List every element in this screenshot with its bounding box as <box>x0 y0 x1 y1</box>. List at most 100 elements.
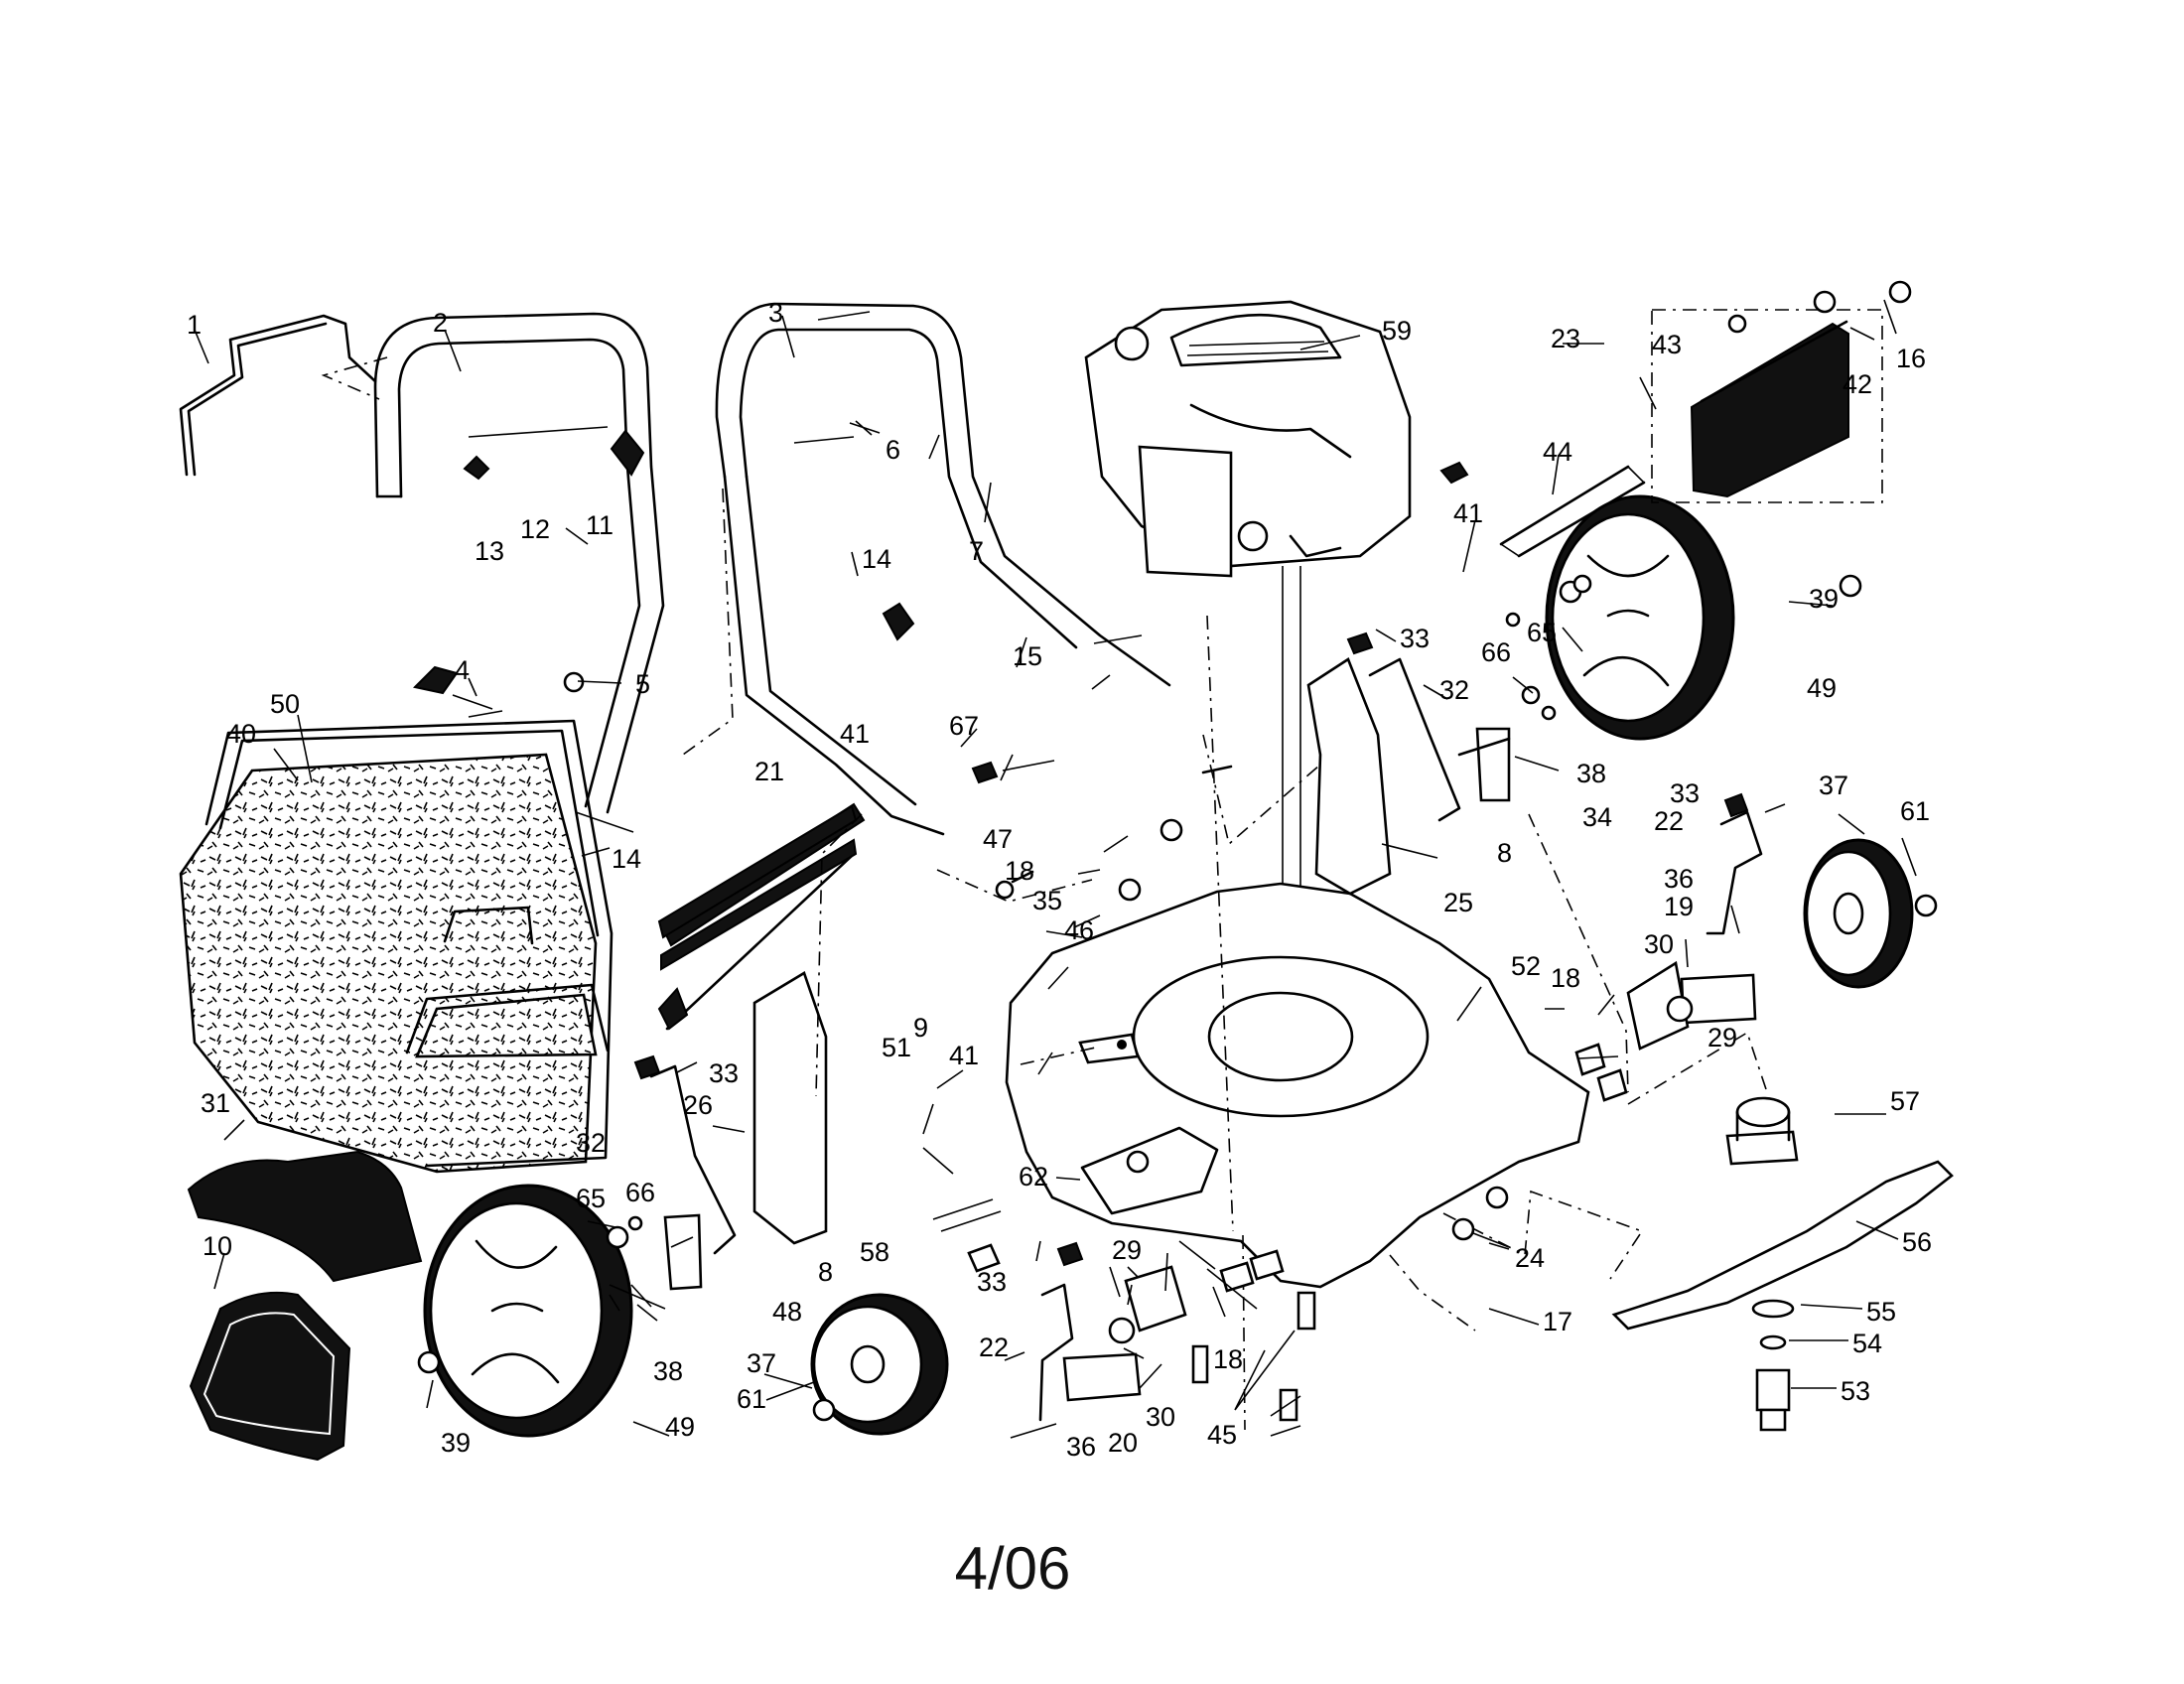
callout-22-left: 22 <box>979 1333 1009 1362</box>
callout-14-lower: 14 <box>612 844 641 874</box>
grass-catcher-bag <box>179 719 614 1174</box>
callout-62: 62 <box>1019 1162 1048 1192</box>
callout-53: 53 <box>1841 1376 1870 1406</box>
callout-29-right: 29 <box>1707 1023 1737 1052</box>
callout-66-left: 66 <box>625 1178 655 1207</box>
callout-10: 10 <box>203 1231 232 1261</box>
callout-34: 34 <box>1582 802 1612 832</box>
rear-wheel-right <box>1545 494 1735 741</box>
front-wheel-left <box>810 1293 949 1436</box>
callout-41-engine: 41 <box>1453 498 1483 528</box>
callout-67: 67 <box>949 711 979 741</box>
callout-32-left: 32 <box>576 1128 606 1158</box>
assembly-guide-lines <box>321 356 1768 1431</box>
callout-5: 5 <box>635 669 650 699</box>
callout-36-left: 36 <box>1066 1432 1096 1462</box>
callout-7: 7 <box>969 536 984 566</box>
mower-blade <box>1611 1160 1954 1331</box>
height-adjuster-rear-right <box>1306 657 1511 896</box>
callout-58: 58 <box>860 1237 889 1267</box>
callout-38-left: 38 <box>653 1356 683 1386</box>
callout-65-left: 65 <box>576 1184 606 1213</box>
bail-control-bar <box>179 314 377 477</box>
callout-26: 26 <box>683 1090 713 1120</box>
callout-16: 16 <box>1896 344 1926 373</box>
callout-56: 56 <box>1902 1227 1932 1257</box>
callout-37-left: 37 <box>747 1348 776 1378</box>
callout-15: 15 <box>1013 641 1042 671</box>
leader-lines <box>194 299 1917 1439</box>
callout-48: 48 <box>772 1297 802 1327</box>
callout-32-right: 32 <box>1439 675 1469 705</box>
callout-40: 40 <box>226 719 256 749</box>
callout-52: 52 <box>1511 951 1541 981</box>
callout-35: 35 <box>1032 886 1062 915</box>
rear-deflector <box>189 1291 351 1462</box>
callout-18-right: 18 <box>1551 963 1580 993</box>
callout-51: 51 <box>882 1033 911 1062</box>
callout-18-upper: 18 <box>1005 856 1034 886</box>
callout-14-upper: 14 <box>862 544 891 574</box>
callout-20: 20 <box>1108 1428 1138 1458</box>
callout-47: 47 <box>983 824 1013 854</box>
lower-handle <box>715 302 1171 836</box>
callout-66-right: 66 <box>1481 637 1511 667</box>
callout-23: 23 <box>1551 324 1580 353</box>
callout-22-right: 22 <box>1654 806 1684 836</box>
callout-24: 24 <box>1515 1243 1545 1273</box>
callout-38-right: 38 <box>1576 759 1606 788</box>
callout-37-right: 37 <box>1819 771 1848 800</box>
callout-29-left: 29 <box>1112 1235 1142 1265</box>
blade-bolt-stack <box>1751 1299 1795 1432</box>
callout-6: 6 <box>886 435 900 465</box>
part-callouts: 1 2 3 4 5 6 7 8 8 9 10 11 12 13 14 14 15… <box>187 298 1932 1462</box>
mower-deck <box>1005 882 1590 1289</box>
callout-33-upper: 33 <box>1400 624 1430 653</box>
callout-12: 12 <box>520 514 550 544</box>
callout-54: 54 <box>1852 1329 1882 1358</box>
front-pivot-right <box>1626 810 1763 1051</box>
callout-36-right: 36 <box>1664 864 1694 894</box>
callout-61-left: 61 <box>737 1384 766 1414</box>
revision-date-code: 4/06 <box>954 1535 1071 1602</box>
front-pivot-left <box>1038 1265 1187 1422</box>
hinge-rod <box>1499 465 1646 558</box>
rear-discharge-door <box>1651 309 1883 503</box>
engine <box>1084 300 1412 1052</box>
callout-57: 57 <box>1890 1086 1920 1116</box>
callout-11: 11 <box>586 510 614 540</box>
callout-1: 1 <box>187 310 202 340</box>
rear-hinge-bar <box>657 804 858 971</box>
callout-49-right: 49 <box>1807 673 1837 703</box>
callout-30-right: 30 <box>1644 929 1674 959</box>
callout-55: 55 <box>1866 1297 1896 1327</box>
callout-33-left: 33 <box>709 1058 739 1088</box>
callout-59: 59 <box>1382 316 1412 346</box>
callout-31: 31 <box>201 1088 230 1118</box>
callout-46: 46 <box>1064 915 1094 945</box>
rear-flap <box>187 1150 423 1283</box>
callout-25: 25 <box>1443 888 1473 917</box>
callout-19: 19 <box>1664 892 1694 921</box>
blade-adapter <box>1725 1096 1799 1166</box>
callout-17: 17 <box>1543 1307 1572 1336</box>
callout-44: 44 <box>1543 437 1572 467</box>
callout-42: 42 <box>1843 369 1872 399</box>
callout-61-right: 61 <box>1900 796 1930 826</box>
callout-49-left: 49 <box>665 1412 695 1442</box>
callout-65-right: 65 <box>1527 618 1557 647</box>
callout-21: 21 <box>754 757 784 786</box>
callout-4: 4 <box>455 655 470 685</box>
callout-45: 45 <box>1207 1420 1237 1450</box>
callout-33-lower: 33 <box>977 1267 1007 1297</box>
front-wheel-right <box>1803 838 1914 989</box>
callout-13: 13 <box>475 536 504 566</box>
callout-41-handle: 41 <box>840 719 870 749</box>
callout-33-right: 33 <box>1670 778 1700 808</box>
upper-handle <box>373 312 665 814</box>
callout-39-left: 39 <box>441 1428 471 1458</box>
fasteners <box>417 280 1938 1422</box>
callout-18-lower: 18 <box>1213 1344 1243 1374</box>
callout-3: 3 <box>768 298 783 328</box>
